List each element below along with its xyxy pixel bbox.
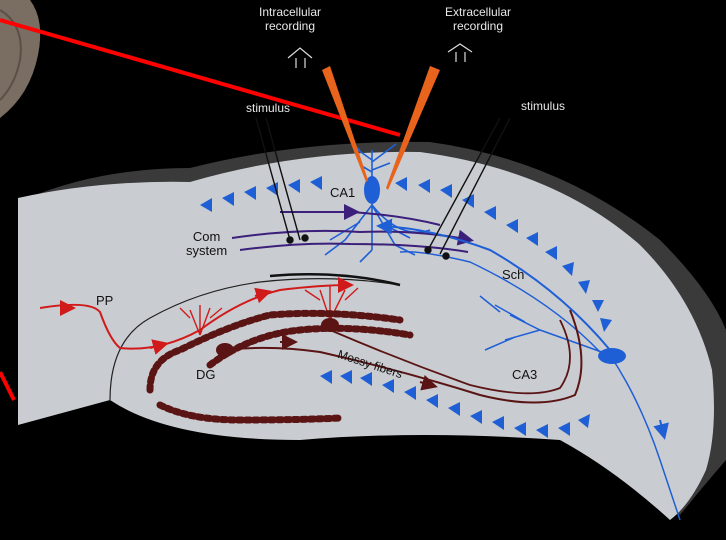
stimulus-label-right: stimulus	[510, 100, 576, 114]
intracellular-recording-label: Intracellular recording	[244, 6, 336, 34]
stimulus-label-left: stimulus	[236, 102, 300, 116]
extracellular-recording-label: Extracellular recording	[428, 6, 528, 34]
dg-label: DG	[196, 368, 216, 382]
reference-line-left	[0, 372, 14, 400]
pp-label: PP	[96, 294, 113, 308]
ca1-label: CA1	[330, 186, 355, 200]
com-system-label: Com system	[186, 230, 227, 257]
sch-label: Sch	[502, 268, 524, 282]
reference-line-top	[0, 20, 400, 135]
ca3-label: CA3	[512, 368, 537, 382]
